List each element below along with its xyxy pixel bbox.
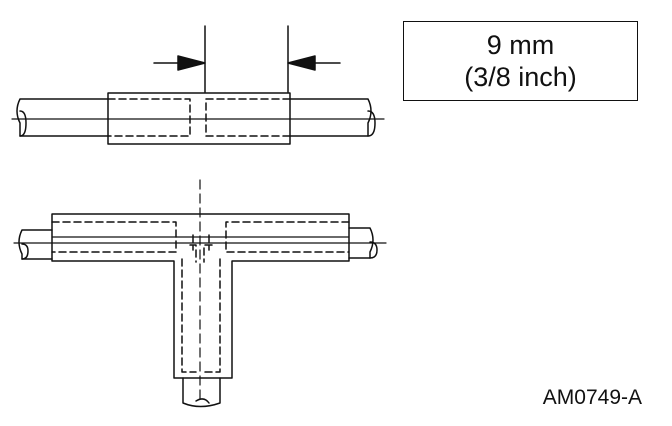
- right-tube: [289, 98, 376, 137]
- dimension-imperial: (3/8 inch): [464, 62, 577, 92]
- left-tube: [16, 98, 109, 137]
- figure-code: AM0749-A: [542, 386, 642, 409]
- tee-connector: [13, 179, 387, 408]
- dimension-arrow-right-head: [287, 55, 316, 71]
- tee-left-tube: [18, 229, 53, 260]
- dimension-callout-box: 9 mm (3/8 inch): [403, 21, 638, 101]
- dimension-arrow-left-head: [177, 55, 206, 71]
- dimension-metric: 9 mm: [486, 30, 555, 60]
- straight-connector: [11, 25, 385, 145]
- tee-bottom-tube: [182, 377, 221, 408]
- tee-body: [51, 213, 350, 379]
- hidden-tube-ends: [107, 98, 291, 137]
